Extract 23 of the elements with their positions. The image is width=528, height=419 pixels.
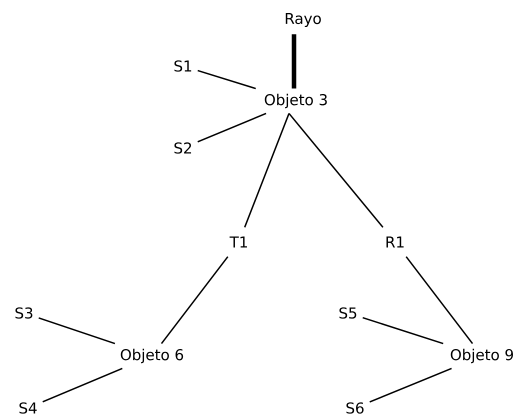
node-label: S5 xyxy=(339,307,356,319)
connector-line xyxy=(288,112,384,228)
connector-line xyxy=(197,112,266,143)
node-label: T1 xyxy=(230,236,247,248)
node-label: Objeto 3 xyxy=(264,94,327,108)
connector-line xyxy=(362,317,444,344)
connector-line xyxy=(369,368,452,403)
node-label: Objeto 9 xyxy=(450,348,513,364)
node-label: S4 xyxy=(19,402,37,414)
node-label: Rayo xyxy=(286,12,321,28)
connector-line xyxy=(406,256,474,344)
connector-line xyxy=(244,113,290,228)
node-label: Objeto 6 xyxy=(120,348,184,364)
connector-line xyxy=(198,70,256,90)
connector-line xyxy=(160,256,228,344)
connector-line xyxy=(42,368,123,403)
node-label: S3 xyxy=(15,307,32,319)
node-label: S2 xyxy=(174,142,192,154)
connector-line xyxy=(292,34,296,89)
node-label: R1 xyxy=(386,236,404,248)
node-label: S6 xyxy=(346,402,364,414)
connector-line xyxy=(38,317,116,344)
node-label: S1 xyxy=(174,60,192,72)
